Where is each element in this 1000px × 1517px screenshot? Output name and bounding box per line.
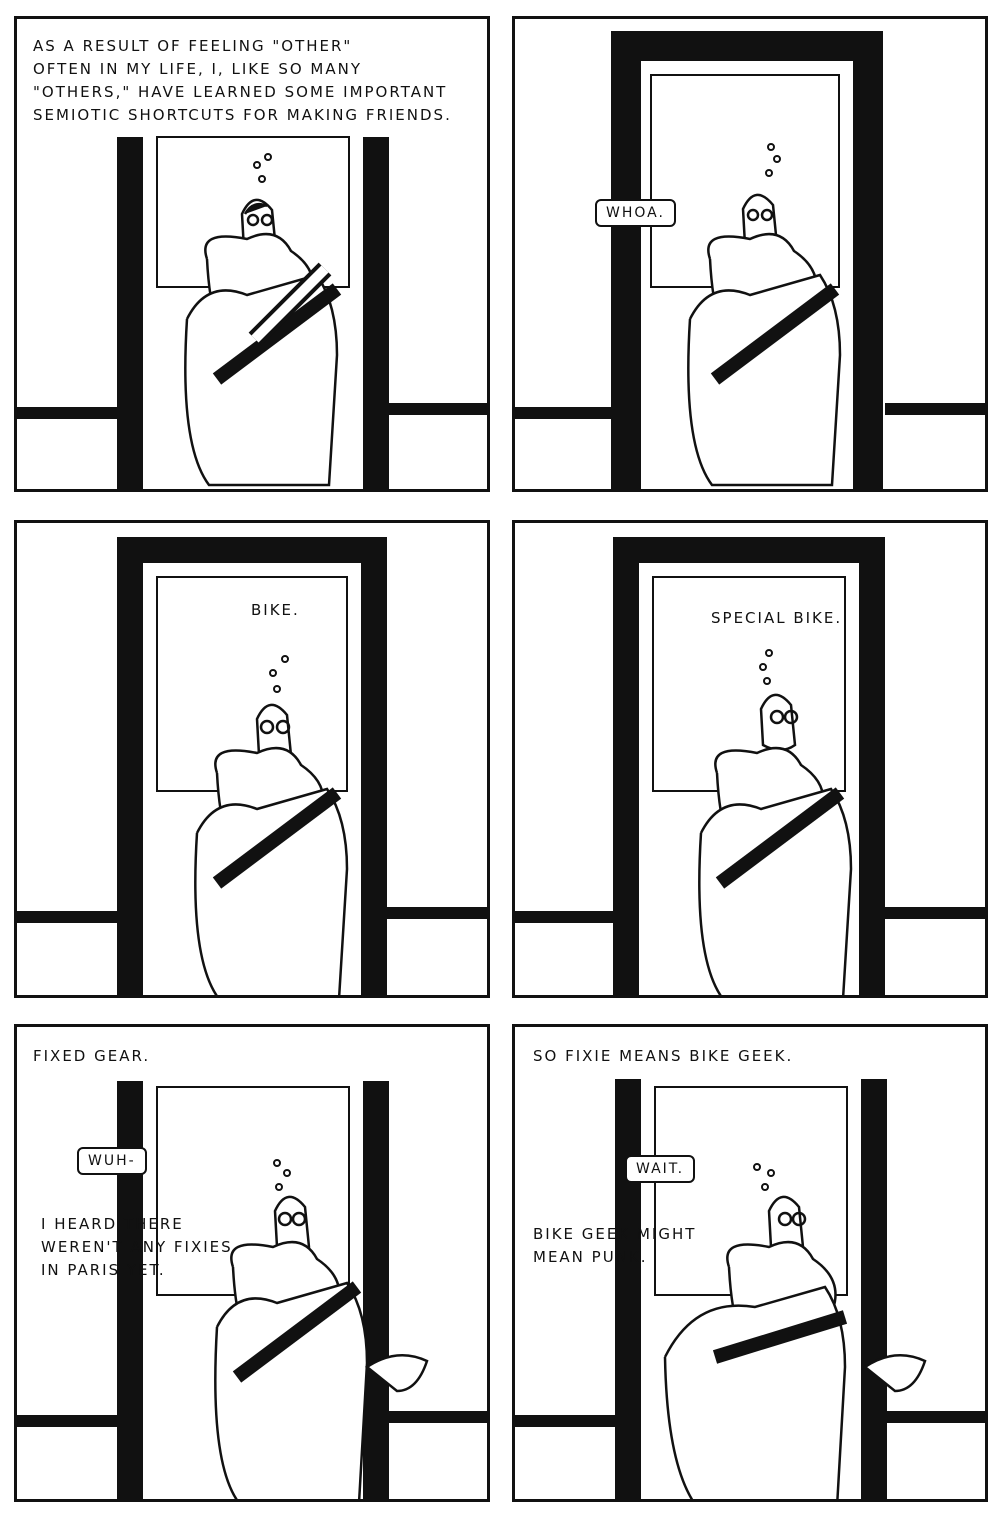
door-scene-illustration (515, 1079, 985, 1499)
narration-caption: AS A RESULT OF FEELING "OTHER" OFTEN IN … (33, 37, 452, 124)
narration-caption: I HEARD THERE WEREN'T ANY FIXIES IN PARI… (41, 1215, 233, 1279)
door-scene-illustration (17, 136, 487, 489)
door-scene-illustration (515, 31, 985, 489)
person-figure (214, 1195, 429, 1499)
person-figure (184, 198, 342, 487)
narration-caption: FIXED GEAR. (33, 1047, 151, 1065)
narration-caption: BIKE GEEK MIGHT MEAN PUNK. (533, 1225, 697, 1266)
person-figure (698, 693, 853, 995)
speech-text: WAIT. (636, 1161, 685, 1177)
thought-text: SPECIAL BIKE. (711, 609, 843, 627)
speech-bubble: WHOA. (595, 199, 676, 227)
comic-panel-3: BIKE. (14, 520, 490, 998)
person-figure (663, 1195, 927, 1499)
comic-panel-1: AS A RESULT OF FEELING "OTHER" OFTEN IN … (14, 16, 490, 492)
speech-text: WUH- (88, 1153, 136, 1169)
person-figure (687, 193, 842, 487)
narration-caption: SO FIXIE MEANS BIKE GEEK. (533, 1047, 794, 1065)
thought-text: BIKE. (251, 601, 300, 619)
door-scene-illustration (17, 537, 487, 995)
comic-panel-2: WHOA. (512, 16, 988, 492)
person-figure (194, 703, 349, 995)
speech-bubble: WUH- (77, 1147, 147, 1175)
speech-text: WHOA. (606, 205, 665, 221)
speech-bubble: WAIT. (625, 1155, 696, 1183)
comic-panel-5: FIXED GEAR. WUH- I HEARD THERE WEREN'T A… (14, 1024, 490, 1502)
comic-panel-6: SO FIXIE MEANS BIKE GEEK. WAIT. BIKE GEE… (512, 1024, 988, 1502)
door-scene-illustration (515, 537, 985, 995)
comic-panel-4: SPECIAL BIKE. (512, 520, 988, 998)
